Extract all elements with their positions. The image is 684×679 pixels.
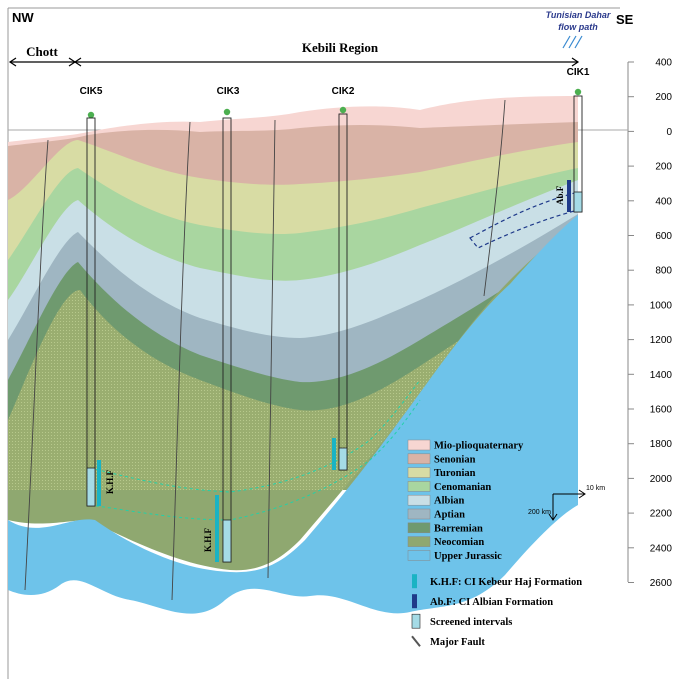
khf-outline [89,379,421,493]
axis-tick-label: 2000 [650,474,673,485]
axis-tick-label: 200 [655,92,672,103]
axis-tick-label: 2200 [650,509,673,520]
scale-horizontal-label: 10 km [586,485,605,492]
well-head-icon [87,111,95,119]
flow-note-line2: flow path [558,22,598,32]
chott-extent-arrow [8,57,77,67]
legend-swatch [407,453,431,465]
khf-tag-cik5: K.H.F [105,469,115,494]
abf-tag-cik1: Ab.F [555,185,565,205]
legend-label: Major Fault [430,637,485,648]
legend-label: Mio-plioquaternary [434,441,524,452]
legend-swatch [407,522,431,534]
well-label: CIK5 [80,86,103,97]
well-label: CIK3 [217,86,240,97]
well-head-icon [574,88,582,96]
fault-icon [411,635,421,647]
well-label: CIK2 [332,86,355,97]
scale-vertical-label: 200 km [528,509,551,516]
legend-swatch [407,550,431,561]
layer-upper-jurassic-band [8,215,578,614]
well-cik5: CIK5 [80,86,103,507]
legend-label: Neocomian [434,537,484,548]
legend-swatch [407,467,431,478]
strata [8,96,578,614]
khf-marker [97,460,101,506]
axis-tick-label: 1600 [650,405,673,416]
legend-swatch [407,508,431,520]
khf-tag-cik3: K.H.F [203,527,213,552]
legend-label: Upper Jurassic [434,551,502,562]
fault-2 [171,121,191,601]
well-head-icon [223,108,231,116]
axis-tick-label: 2400 [650,543,673,554]
well-cik3: CIK3 [215,86,240,563]
axis-tick-label: 200 [655,162,672,173]
fault-3 [267,119,276,579]
legend-label: K.H.F: CI Kebeur Haj Formation [430,577,582,588]
chott-label: Chott [26,44,58,59]
screened-interval [86,467,96,507]
legend-label: Cenomanian [434,482,491,493]
kebili-extent-arrow [73,57,580,67]
legend-label: Senonian [434,454,476,465]
legend-swatch [407,494,431,506]
scale-bar: 10 km 200 km [528,485,605,521]
axis-tick-label: 1800 [650,439,673,450]
well-cik1: CIK1 [567,67,590,213]
axis-ticks: 4002000200400600800100012001400160018002… [628,58,673,589]
screened-interval [338,447,348,471]
axis-tick-label: 1200 [650,335,673,346]
kebili-label: Kebili Region [302,40,379,55]
nw-label: NW [12,10,34,25]
legend-label: Aptian [434,510,465,521]
screened-interval [573,191,583,213]
axis-tick-label: 1400 [650,370,673,381]
flow-arrows-icon [562,35,583,49]
axis-tick-label: 800 [655,266,672,277]
axis-tick-label: 600 [655,231,672,242]
legend-swatch [407,536,431,547]
khf-outline-lower [89,399,421,521]
abf-marker [567,180,571,212]
well-head-icon [339,106,347,114]
axis-tick-label: 400 [655,196,672,207]
legend-label: Screened intervals [430,617,512,628]
fault-1 [24,139,49,591]
legend-label: Albian [434,496,465,507]
khf-marker [332,438,336,470]
well-label: CIK1 [567,67,590,78]
legend-symbol [412,574,417,589]
faults [24,99,506,601]
well-cik2: CIK2 [332,86,355,471]
fault-4 [483,99,506,297]
legend-label: Turonian [434,468,476,479]
legend-label: Ab.F: CI Albian Formation [430,597,553,608]
axis-tick-label: 0 [666,127,672,138]
legend-swatch [407,439,431,451]
screened-interval [222,519,232,563]
se-label: SE [616,12,634,27]
legend: Mio-plioquaternarySenonianTuronianCenoma… [407,439,582,648]
legend-label: Barremian [434,523,483,534]
axis-tick-label: 2600 [650,578,673,589]
khf-marker [215,495,219,562]
legend-symbol [412,594,417,609]
legend-swatch [407,481,431,492]
axis-tick-label: 400 [655,58,672,69]
flow-note-line1: Tunisian Dahar [546,10,611,20]
axis-tick-label: 1000 [650,300,673,311]
legend-symbol [411,613,421,629]
